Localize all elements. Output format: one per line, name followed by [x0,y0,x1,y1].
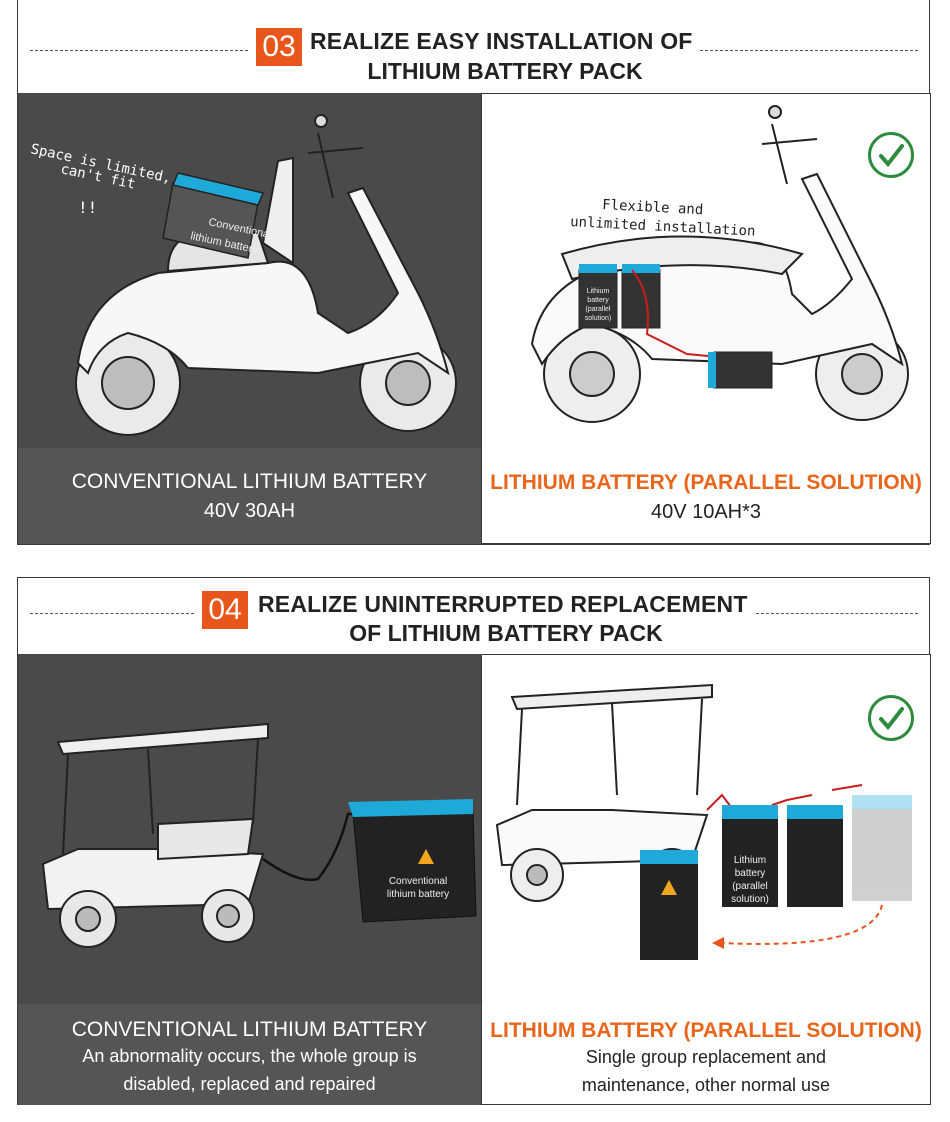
section2-title-line1: REALIZE UNINTERRUPTED REPLACEMENT [258,591,748,617]
conventional-battery-block [348,799,477,923]
parallel-battery-panel-2: Lithium battery (parallel solution) LITH… [481,654,931,1105]
scooter-illustration-cramped: Conventional lithium battery Space is li… [29,114,457,436]
parallel-battery-1 [578,264,618,329]
golf-cart-illustration-single: Conventional lithium battery [41,722,477,948]
conventional-caption-desc-2: disabled, replaced and repaired [123,1074,376,1094]
flexible-note-1: Flexible and [602,197,704,218]
check-icon-2 [868,695,914,741]
section-easy-installation: 03 REALIZE EASY INSTALLATION OF LITHIUM … [17,0,931,545]
parallel-battery-panel: Lithium battery (parallel solution) Flex… [481,93,931,544]
section2-title-line2: OF LITHIUM BATTERY PACK [349,620,663,646]
battery-text-line1: Lithium [587,288,610,295]
cable [262,812,358,882]
parallel-caption-title: LITHIUM BATTERY (PARALLEL SOLUTION) [490,471,922,494]
conventional-caption-title: CONVENTIONAL LITHIUM BATTERY [71,470,428,493]
parallel-battery-replacement [640,850,698,960]
conventional-caption-spec: 40V 30AH [203,500,296,522]
section-number-badge: 03 [256,28,302,66]
parallel-caption-2: LITHIUM BATTERY (PARALLEL SOLUTION) Sing… [482,1005,930,1104]
space-limited-note-3: !! [78,198,97,217]
conventional-battery-box [162,172,265,259]
battery-a-text-1: Lithium [734,855,766,866]
parallel-battery-b [787,805,843,907]
section-header-2: 04 REALIZE UNINTERRUPTED REPLACEMENT OF … [18,578,929,654]
conventional-battery-panel-2: Conventional lithium battery CONVENTIONA… [18,654,481,1105]
header-dash-left [30,50,248,51]
parallel-caption-desc-1: Single group replacement and [585,1047,827,1067]
battery-text-line2: battery [587,297,609,304]
section-title-line2: LITHIUM BATTERY PACK [367,58,643,84]
header-dash-right [700,50,918,51]
warning-icon [418,849,434,864]
battery-wire [631,269,709,357]
battery-text-line3: (parallel [586,306,611,313]
flexible-note-2: unlimited installation [570,214,756,240]
arrow-head-icon [712,937,724,949]
parallel-battery-3 [708,351,773,389]
conventional-caption-2: CONVENTIONAL LITHIUM BATTERY An abnormal… [18,1004,481,1105]
scooter-illustration-flexible: Lithium battery (parallel solution) Flex… [530,105,909,423]
battery-label-2a: Conventional [389,876,447,887]
golf-cart-illustration-multi: Lithium battery (parallel solution) [495,683,912,960]
header-dash-left-2 [30,613,194,614]
conventional-caption-title-2: CONVENTIONAL LITHIUM BATTERY [71,1018,428,1041]
header-dash-right-2 [756,613,918,614]
parallel-caption-spec: 40V 10AH*3 [650,501,762,523]
scooter-drawing [75,114,457,436]
parallel-caption: LITHIUM BATTERY (PARALLEL SOLUTION) 40V … [482,449,930,543]
parallel-battery-2 [621,264,661,329]
parallel-caption-title-2: LITHIUM BATTERY (PARALLEL SOLUTION) [490,1019,922,1042]
battery-a-text-4: solution) [731,894,769,905]
section-header: 03 REALIZE EASY INSTALLATION OF LITHIUM … [18,0,929,93]
conventional-caption-desc-1: An abnormality occurs, the whole group i… [82,1046,417,1066]
section-title-line1: REALIZE EASY INSTALLATION OF [310,28,693,54]
section-uninterrupted-replacement: 04 REALIZE UNINTERRUPTED REPLACEMENT OF … [17,577,931,1105]
replacement-arrow [721,904,883,945]
golf-cart-drawing [41,722,269,948]
battery-text-line4: solution) [585,315,611,322]
battery-a-text-3: (parallel [732,881,768,892]
section-number-badge-2: 04 [202,591,248,629]
check-icon [868,132,914,178]
battery-label-2b: lithium battery [387,889,449,900]
conventional-battery-panel: Conventional lithium battery Space is li… [18,93,481,544]
battery-a-text-2: battery [735,868,766,879]
conventional-caption: CONVENTIONAL LITHIUM BATTERY 40V 30AH [18,448,481,544]
parallel-battery-faded [852,795,912,901]
parallel-battery-a [722,805,778,907]
parallel-caption-desc-2: maintenance, other normal use [581,1075,831,1095]
